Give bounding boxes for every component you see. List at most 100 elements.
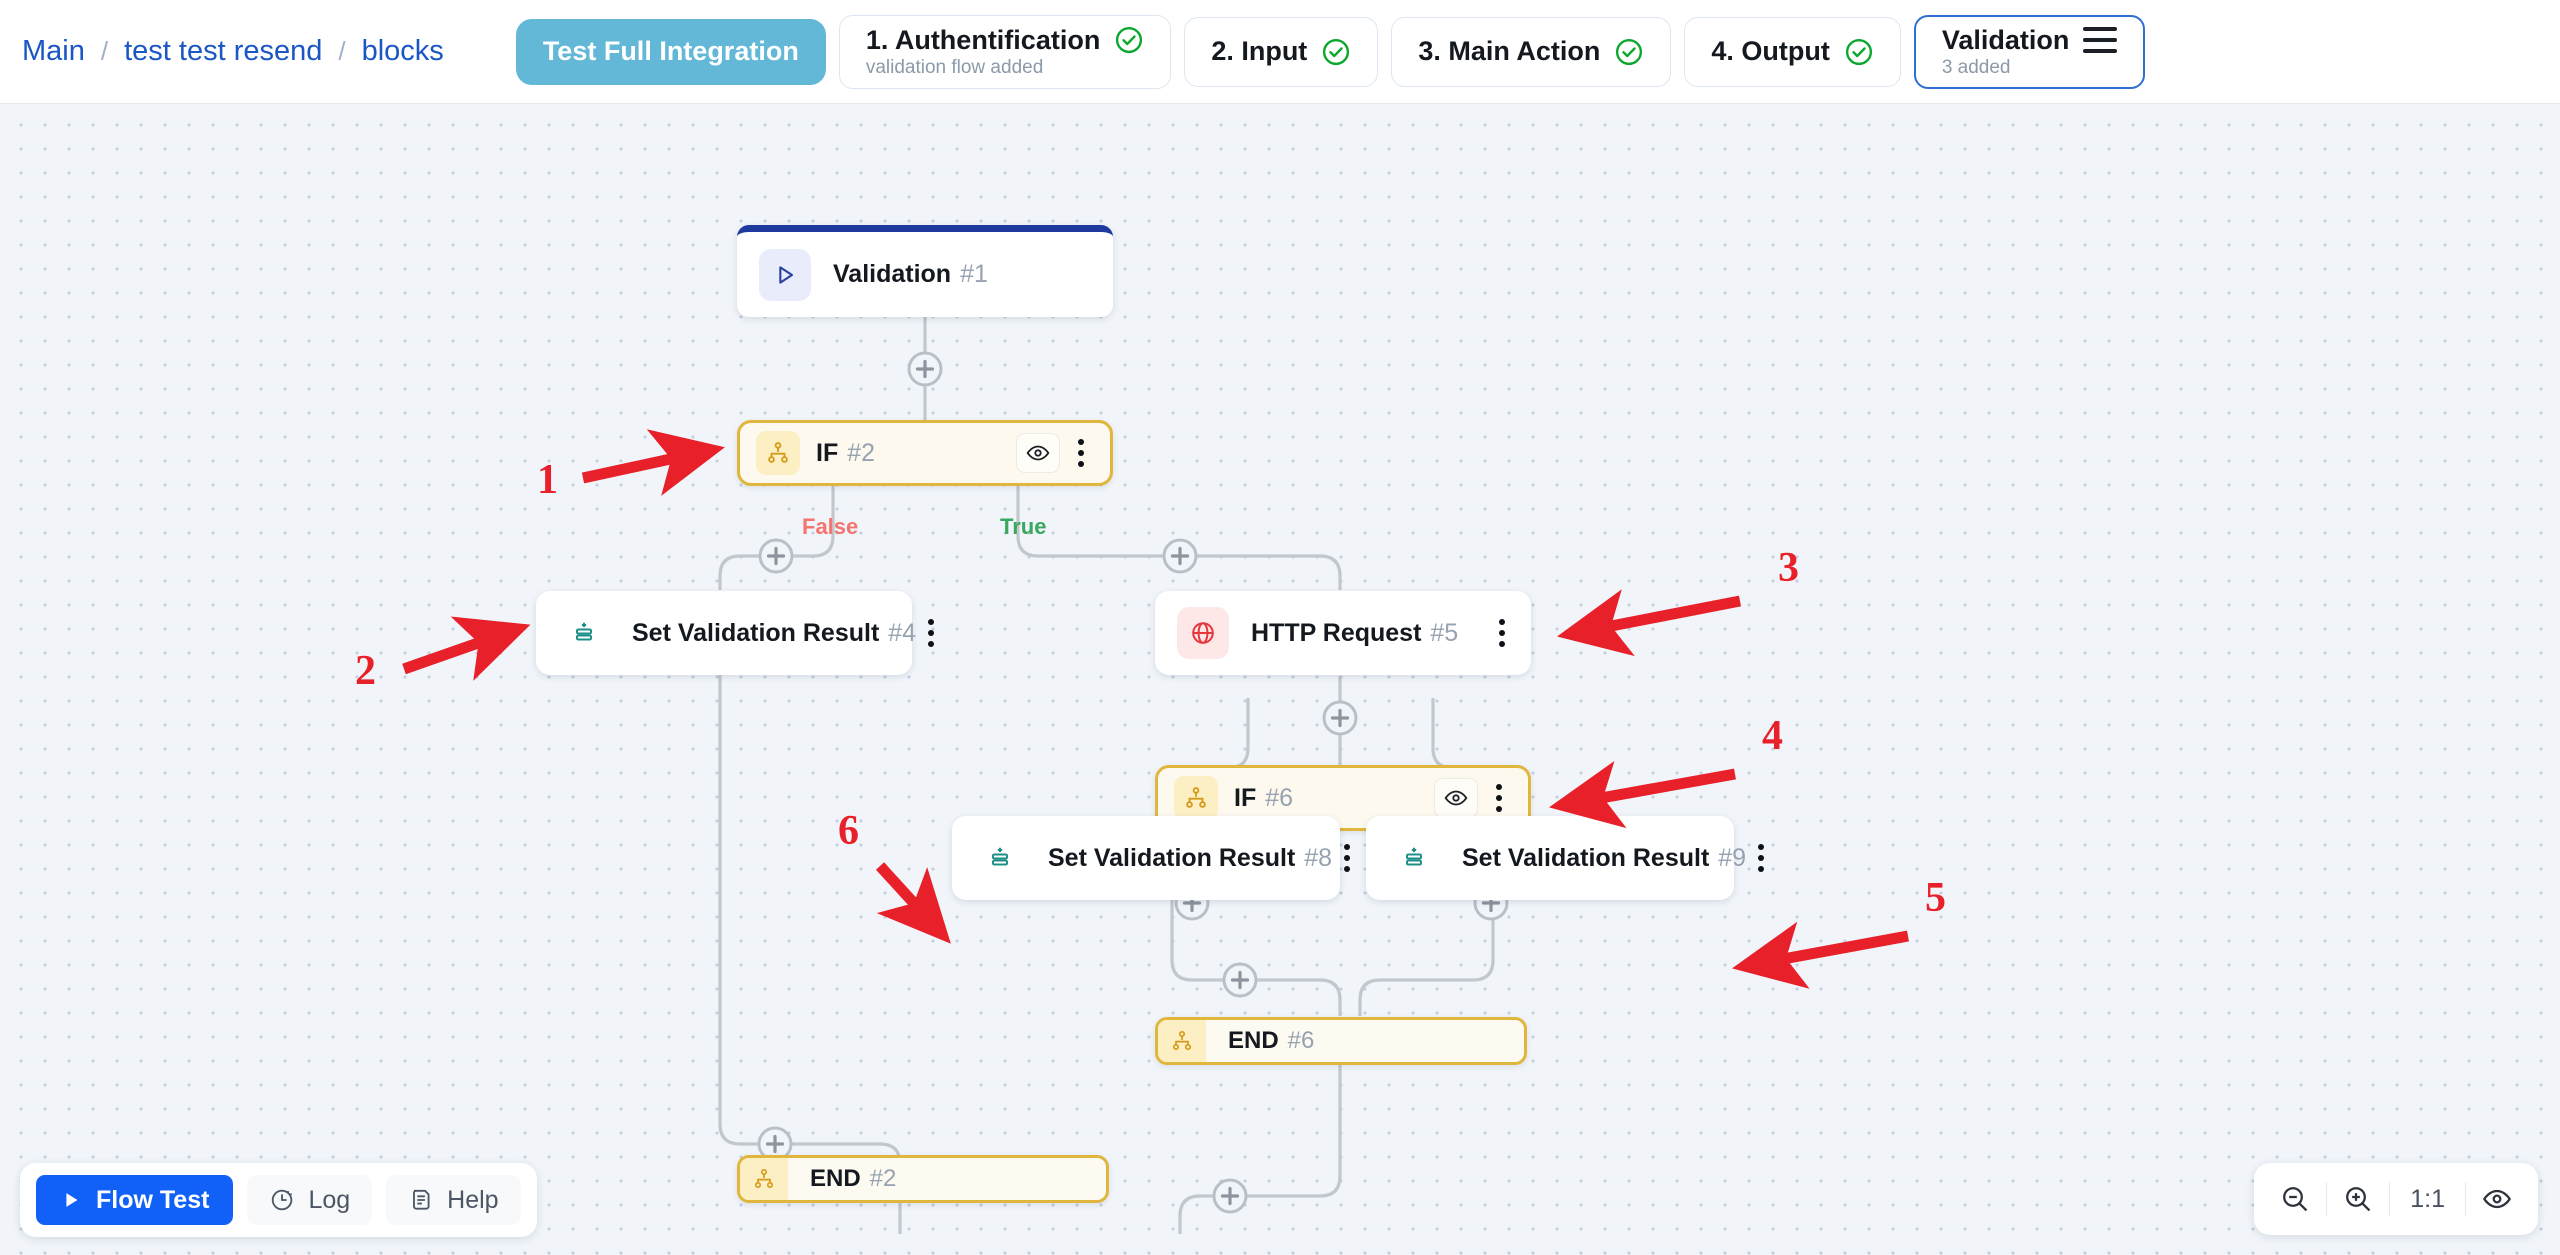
globe-icon: [1177, 607, 1229, 659]
set-variable-icon: [1388, 832, 1440, 884]
tab-label: Validation: [1941, 24, 2070, 55]
node-title: Validation: [833, 260, 952, 288]
flow-canvas[interactable]: False True False True Validation #1 IF #…: [0, 104, 2560, 1255]
preview-eye-icon[interactable]: [1016, 433, 1060, 473]
breadcrumb-separator: /: [338, 36, 346, 66]
node-title: HTTP Request: [1251, 618, 1422, 647]
node-title: Set Validation Result: [632, 618, 880, 647]
zoom-out-icon: [2283, 1187, 2308, 1212]
flow-test-label: Flow Test: [96, 1185, 210, 1214]
tab-authentification[interactable]: 1. Authentification validation flow adde…: [838, 14, 1172, 89]
node-menu-button[interactable]: [1487, 611, 1517, 655]
divider: [2326, 1182, 2328, 1216]
node-menu-button[interactable]: [1332, 836, 1362, 880]
tab-label: Test Full Integration: [542, 36, 799, 66]
node-title: IF: [816, 438, 839, 467]
branch-label-true-if2: True: [1000, 514, 1047, 539]
branch-icon: [1174, 776, 1218, 820]
tab-main-action[interactable]: 3. Main Action: [1391, 16, 1672, 87]
add-node-button: [1212, 1178, 1248, 1214]
check-circle-icon: [1845, 38, 1872, 65]
add-node-button: [1222, 962, 1258, 998]
zoom-ratio-button[interactable]: 1:1: [2410, 1184, 2445, 1213]
tab-label: 4. Output: [1711, 36, 1830, 66]
annotation-number-5: 5: [1925, 875, 1946, 921]
zoom-in-button[interactable]: [2327, 1163, 2389, 1235]
node-title: END: [810, 1165, 861, 1192]
step-tabs: Test Full Integration 1. Authentificatio…: [515, 14, 2146, 89]
node-menu-button[interactable]: [1484, 776, 1514, 820]
flow-toolbar: Flow Test Log Help: [20, 1163, 537, 1237]
branch-icon: [756, 431, 800, 475]
play-icon: [66, 1193, 78, 1207]
help-button[interactable]: Help: [386, 1175, 521, 1225]
help-label: Help: [447, 1185, 499, 1214]
node-title: END: [1228, 1027, 1279, 1054]
node-title: Set Validation Result: [1462, 843, 1710, 872]
set-variable-icon: [558, 607, 610, 659]
breadcrumb-item-main[interactable]: Main: [22, 35, 85, 67]
node-number: #1: [960, 260, 988, 288]
set-variable-icon: [974, 832, 1026, 884]
node-end-2[interactable]: END #2: [737, 1155, 1109, 1203]
node-http-request-5[interactable]: HTTP Request #5: [1155, 591, 1531, 675]
breadcrumb-item-project[interactable]: test test resend: [124, 35, 323, 67]
branch-icon: [1158, 1020, 1206, 1062]
play-icon: [759, 248, 811, 301]
document-icon: [413, 1189, 430, 1210]
node-menu-button[interactable]: [916, 611, 946, 655]
tab-label: 3. Main Action: [1418, 36, 1601, 66]
add-node-button: [1162, 538, 1198, 574]
tab-validation[interactable]: Validation 3 added: [1913, 14, 2146, 89]
node-set-validation-result-8[interactable]: Set Validation Result #8: [952, 816, 1351, 900]
hamburger-icon[interactable]: [2083, 27, 2118, 53]
breadcrumb-separator: /: [100, 36, 109, 66]
add-node-button: [907, 351, 943, 387]
node-number: #2: [847, 438, 876, 467]
node-number: #6: [1265, 783, 1294, 812]
branch-icon: [740, 1158, 788, 1200]
add-node-buttons: [757, 351, 1509, 1214]
node-number: #5: [1430, 618, 1459, 647]
zoom-controls: 1:1: [2254, 1163, 2538, 1235]
eye-icon: [2483, 1189, 2511, 1209]
tab-subtitle: validation flow added: [865, 56, 1044, 78]
divider: [2465, 1182, 2466, 1216]
node-if-2[interactable]: IF #2: [737, 420, 1113, 486]
node-menu-button[interactable]: [1066, 431, 1096, 475]
annotation-number-1: 1: [537, 457, 558, 503]
node-set-validation-result-4[interactable]: Set Validation Result #4: [536, 591, 935, 675]
node-title: IF: [1234, 783, 1257, 812]
tab-subtitle: 3 added: [1941, 56, 2011, 78]
node-number: #2: [869, 1165, 897, 1192]
node-number: #8: [1304, 843, 1333, 872]
node-validation-start[interactable]: Validation #1: [737, 225, 1113, 317]
check-circle-icon: [1116, 26, 1143, 54]
tab-test-full-integration[interactable]: Test Full Integration: [515, 18, 826, 85]
zoom-out-button[interactable]: [2264, 1163, 2326, 1235]
tab-label: 1. Authentification: [865, 24, 1101, 55]
breadcrumb-item-blocks[interactable]: blocks: [361, 35, 444, 67]
tab-input[interactable]: 2. Input: [1184, 16, 1379, 87]
node-set-validation-result-9[interactable]: Set Validation Result #9: [1366, 816, 1765, 900]
divider: [2389, 1182, 2391, 1216]
flow-test-button[interactable]: Flow Test: [36, 1175, 234, 1225]
node-end-6[interactable]: END #6: [1155, 1017, 1527, 1065]
annotation-number-6: 6: [838, 808, 859, 854]
timer-icon: [272, 1189, 293, 1211]
breadcrumb: Main / test test resend / blocks: [22, 35, 444, 68]
branch-label-false-if2: False: [802, 514, 859, 539]
tab-label: 2. Input: [1211, 36, 1308, 66]
check-circle-icon: [1616, 38, 1643, 65]
node-number: #4: [888, 618, 917, 647]
add-node-button: [1322, 700, 1358, 736]
annotation-number-2: 2: [355, 648, 376, 694]
flow-connectors: [718, 317, 1509, 1234]
preview-eye-icon[interactable]: [1434, 778, 1478, 818]
node-menu-button[interactable]: [1746, 836, 1776, 880]
preview-toggle-button[interactable]: [2466, 1163, 2528, 1235]
log-button[interactable]: Log: [247, 1175, 373, 1225]
app-header: Main / test test resend / blocks Test Fu…: [0, 0, 2560, 104]
tab-output[interactable]: 4. Output: [1684, 16, 1901, 87]
annotation-number-3: 3: [1778, 545, 1799, 591]
